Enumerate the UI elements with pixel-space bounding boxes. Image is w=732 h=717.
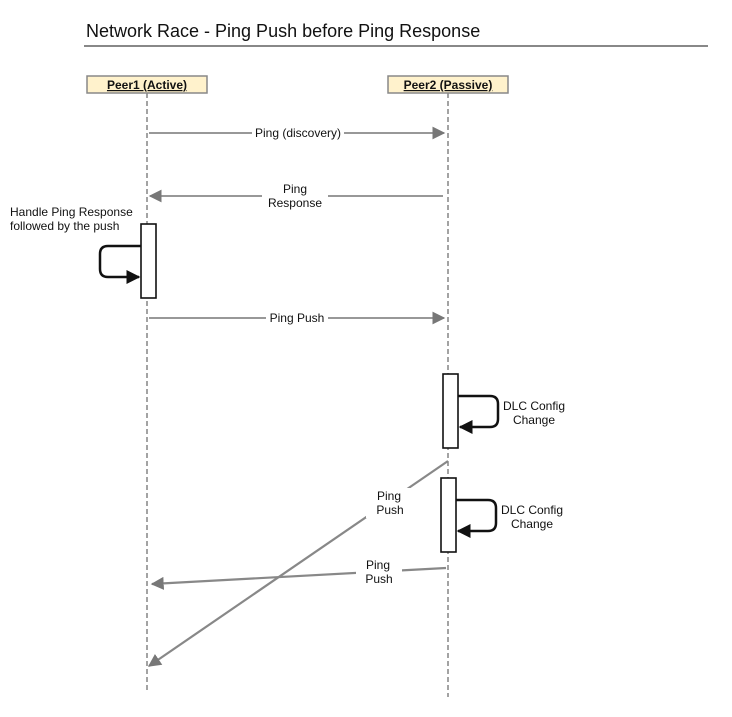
self-call-peer1-line2: followed by the push bbox=[10, 219, 119, 233]
self-call-peer1: Handle Ping Response followed by the pus… bbox=[10, 205, 157, 299]
self-call-peer2-second-line1: DLC Config bbox=[501, 503, 563, 517]
participant-peer1-label: Peer1 (Active) bbox=[107, 78, 187, 92]
message-ping-push-return: Ping Push bbox=[150, 557, 447, 590]
self-call-peer1-line1: Handle Ping Response bbox=[10, 205, 133, 219]
self-call-peer2-second: DLC Config Change bbox=[440, 477, 563, 553]
activation-peer1 bbox=[140, 223, 157, 299]
diagram-title: Network Race - Ping Push before Ping Res… bbox=[86, 21, 480, 41]
activation-peer2-second bbox=[440, 477, 457, 553]
message-ping-push-return-line1: Ping bbox=[366, 558, 390, 572]
participant-peer1: Peer1 (Active) bbox=[86, 75, 208, 94]
self-call-peer2-first: DLC Config Change bbox=[442, 373, 565, 449]
activation-peer2-first bbox=[442, 373, 459, 449]
message-ping-push-return-line2: Push bbox=[365, 572, 392, 586]
message-ping-push-delayed: Ping Push bbox=[147, 460, 449, 667]
message-ping-discovery-label: Ping (discovery) bbox=[255, 126, 341, 140]
self-call-peer2-second-line2: Change bbox=[511, 517, 553, 531]
message-ping-push: Ping Push bbox=[149, 310, 446, 325]
participant-peer2: Peer2 (Passive) bbox=[387, 75, 509, 94]
message-ping-response-line2: Response bbox=[268, 196, 322, 210]
self-call-peer2-first-line2: Change bbox=[513, 413, 555, 427]
message-ping-push-delayed-line2: Push bbox=[376, 503, 403, 517]
participant-peer2-label: Peer2 (Passive) bbox=[404, 78, 493, 92]
message-ping-response: Ping Response bbox=[148, 181, 443, 210]
self-call-peer2-first-line1: DLC Config bbox=[503, 399, 565, 413]
message-ping-discovery: Ping (discovery) bbox=[149, 125, 446, 140]
message-ping-push-label: Ping Push bbox=[270, 311, 325, 325]
message-ping-push-delayed-line1: Ping bbox=[377, 489, 401, 503]
message-ping-response-line1: Ping bbox=[283, 182, 307, 196]
